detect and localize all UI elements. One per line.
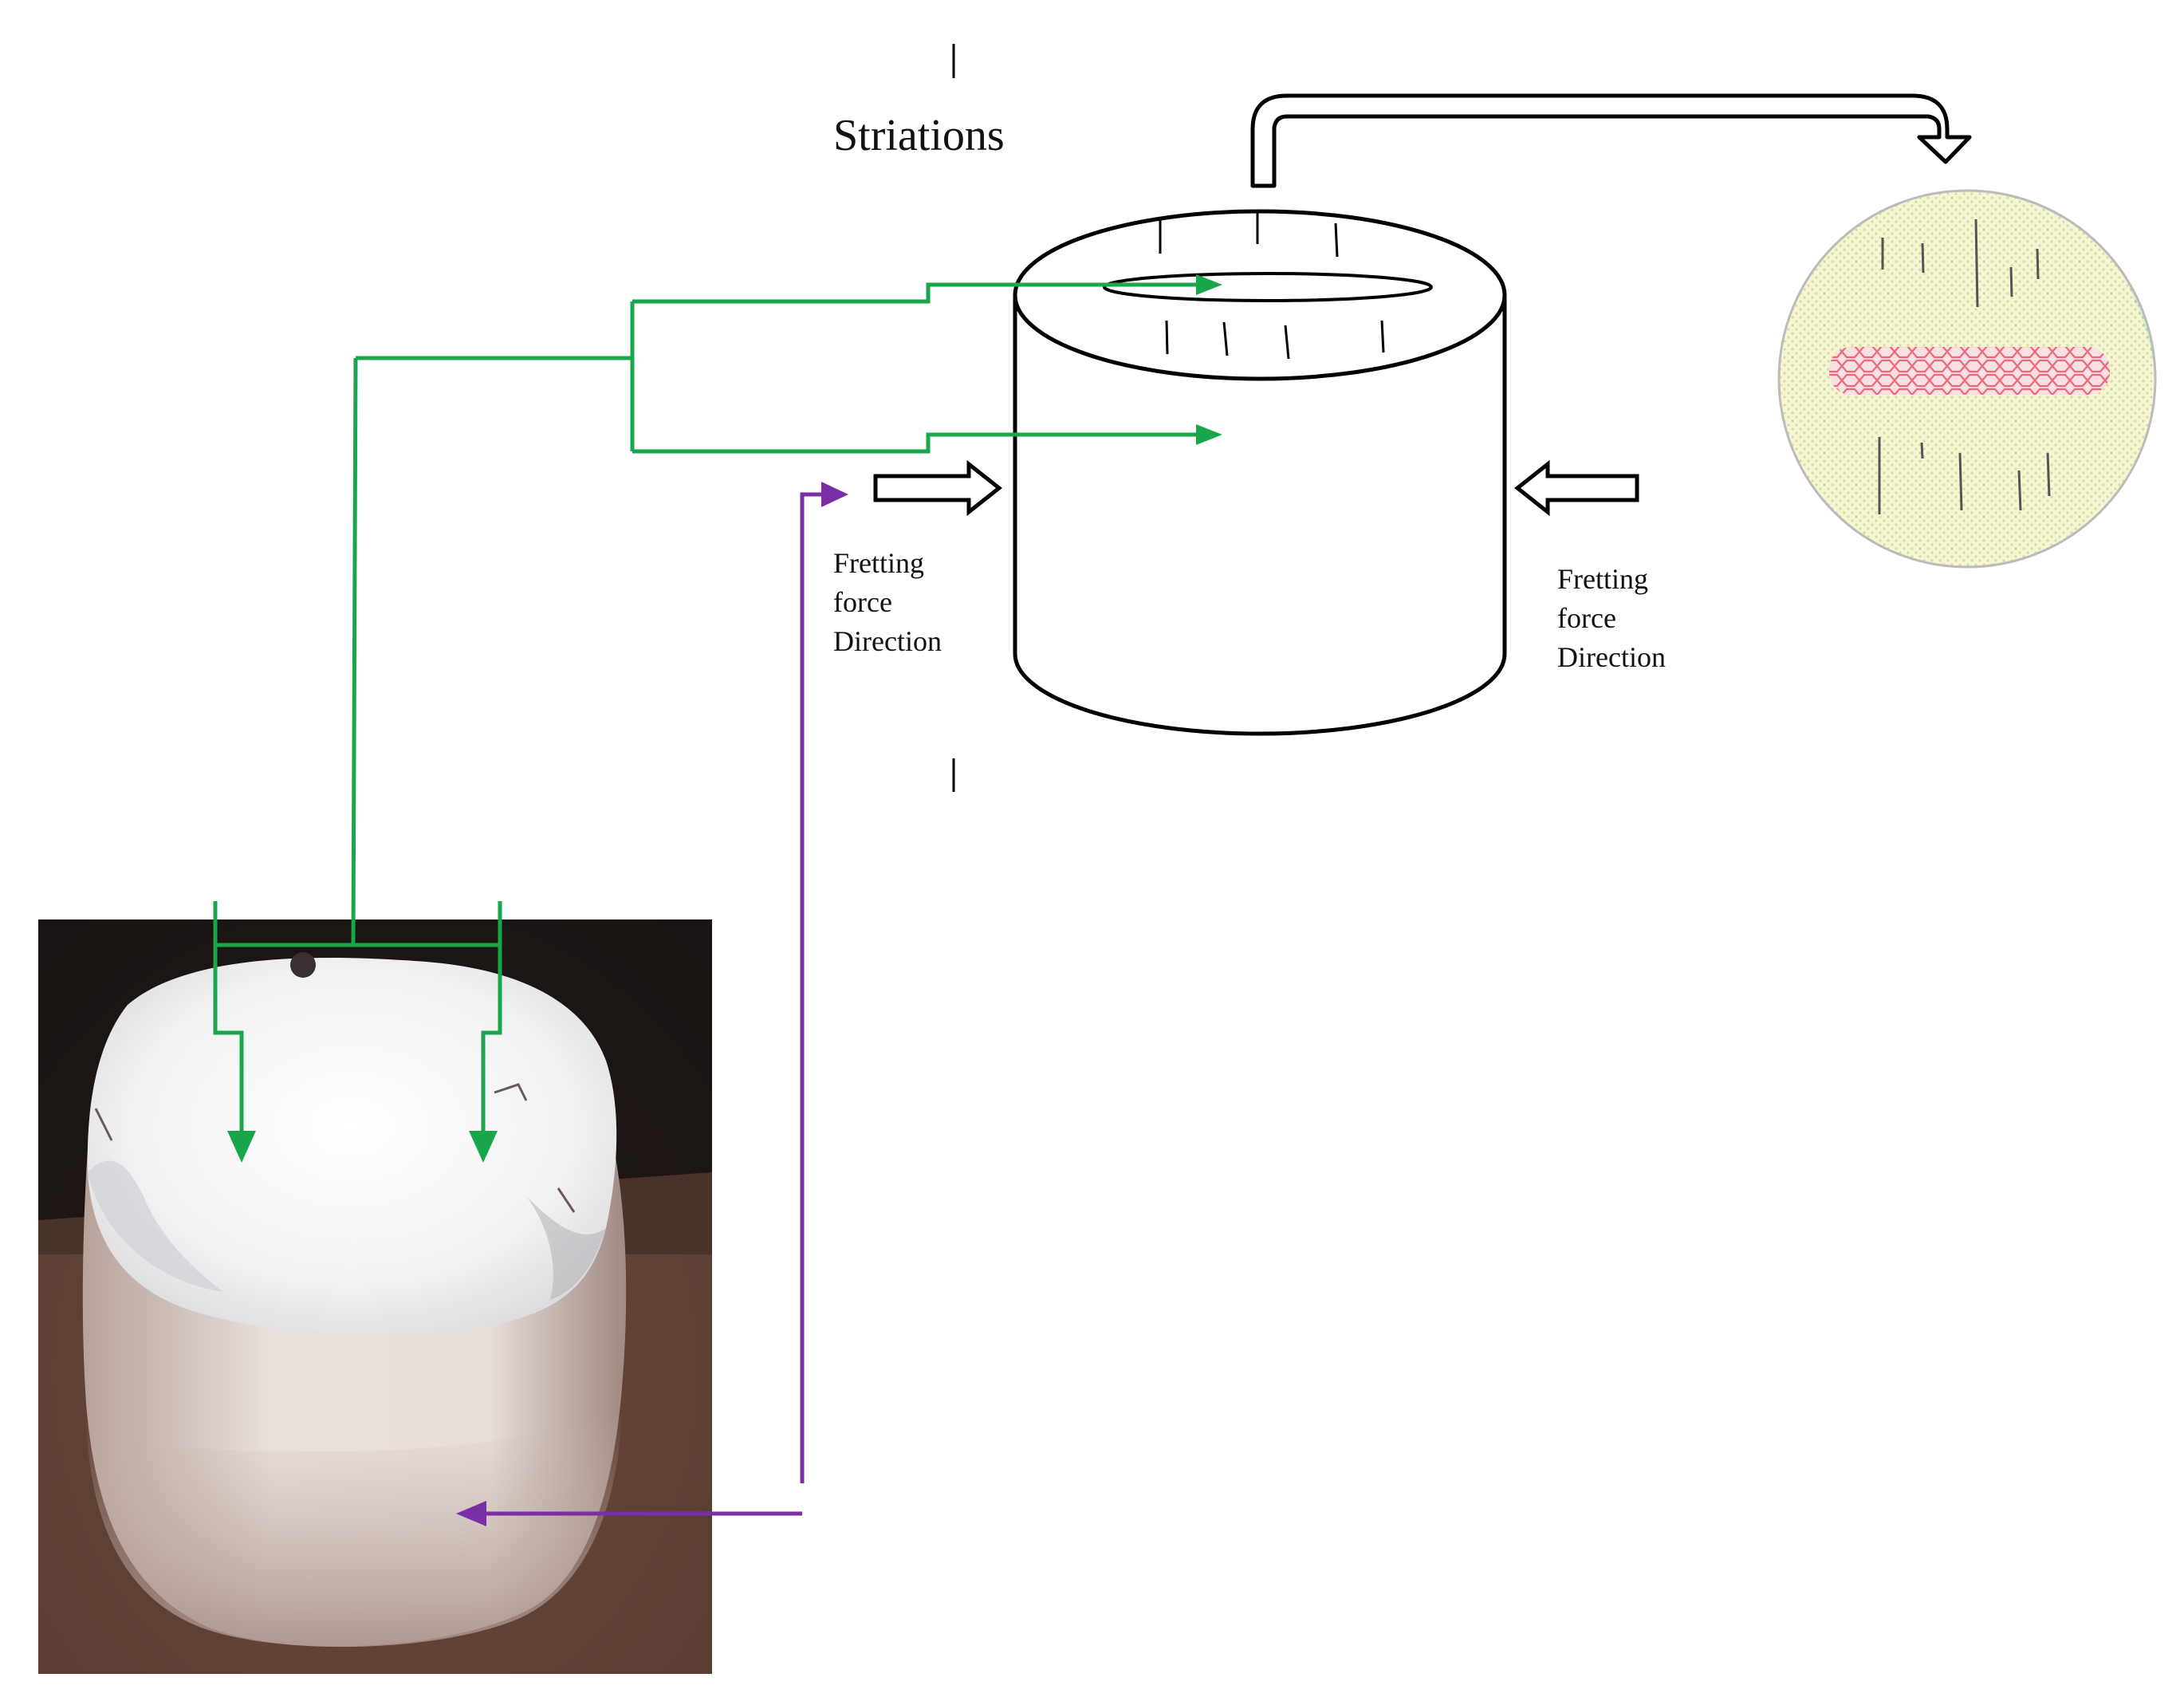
purple-arrowheads	[456, 482, 848, 1526]
fretting-right-line1: Fretting	[1557, 563, 1648, 595]
schematic-cylinder	[1013, 209, 1507, 736]
magnify-arrow-shape	[1250, 93, 1972, 188]
fretting-label-right: Fretting force Direction	[1557, 560, 1666, 677]
green-arrowheads	[227, 274, 1222, 1163]
magnified-striations	[1878, 219, 2051, 514]
fretting-right-line2: force	[1557, 602, 1616, 634]
fretting-right-line3: Direction	[1557, 641, 1666, 673]
specimen-photo	[38, 919, 712, 1674]
striations-label: Striations	[833, 111, 1005, 160]
fretting-arrow-left	[873, 459, 1003, 517]
purple-pointer-lines	[485, 492, 828, 1516]
fretting-left-line3: Direction	[833, 625, 942, 657]
green-pointer-lines	[213, 282, 1204, 1131]
wear-track	[1103, 272, 1433, 302]
fretting-label-left: Fretting force Direction	[833, 544, 942, 661]
fretting-left-line2: force	[833, 586, 892, 618]
wear-band	[1829, 347, 2110, 395]
fretting-left-line1: Fretting	[833, 547, 924, 579]
magnified-view	[1777, 189, 2157, 569]
fretting-arrow-right	[1513, 459, 1639, 517]
striation-marks	[1159, 212, 1385, 360]
